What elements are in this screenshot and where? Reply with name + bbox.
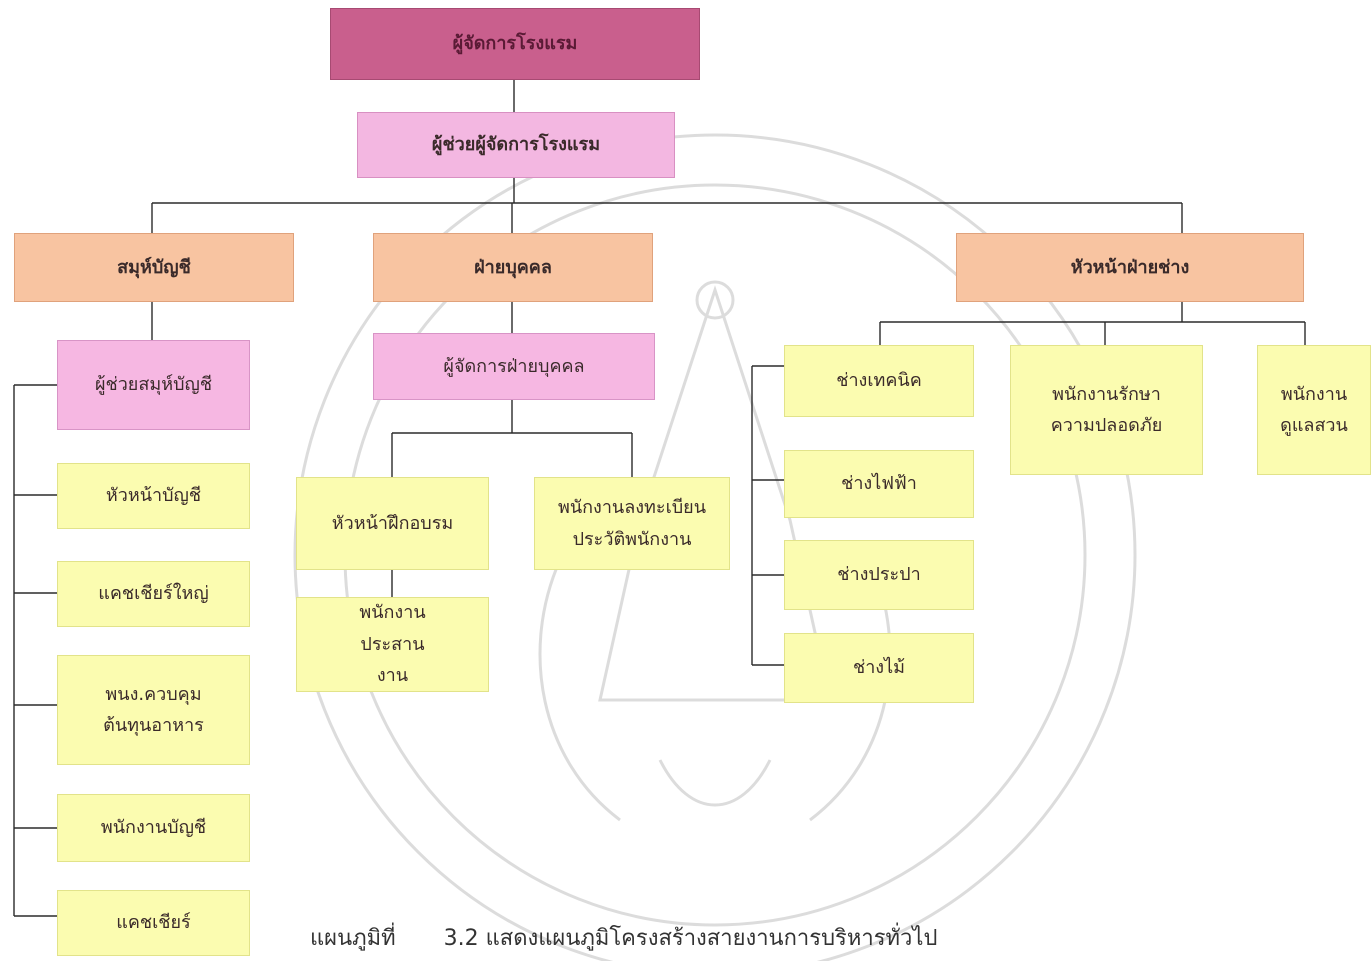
engineering-head-label: หัวหน้าฝ่ายช่าง	[1070, 256, 1190, 278]
hotel-manager-box: ผู้จัดการโรงแรม	[330, 8, 700, 80]
training-head-label: หัวหน้าฝึกอบรม	[331, 512, 454, 534]
caption-text: 3.2 แสดงแผนภูมิโครงสร้างสายงานการบริหารท…	[443, 925, 938, 951]
coordinator-label: พนักงาน ประสานงาน	[359, 602, 426, 687]
security-label: พนักงานรักษา ความปลอดภัย	[1050, 383, 1163, 437]
accounting-head-label: สมุห์บัญชี	[117, 256, 191, 278]
hotel-manager-label: ผู้จัดการโรงแรม	[452, 33, 578, 55]
caption-label: แผนภูมิที่	[310, 925, 396, 951]
technician-label: ช่างไม้	[852, 657, 906, 679]
accounting-assistant-box: ผู้ช่วยสมุห์บัญชี	[57, 340, 250, 430]
technician-box-4: ช่างไม้	[784, 633, 974, 703]
accounting-staff-label: แคชเชียร์	[116, 912, 191, 934]
technician-label: ช่างไฟฟ้า	[841, 473, 917, 495]
garden-label: พนักงาน ดูแลสวน	[1280, 383, 1348, 437]
figure-caption: แผนภูมิที่ 3.2 แสดงแผนภูมิโครงสร้างสายงา…	[310, 918, 1070, 956]
technician-box-3: ช่างประปา	[784, 540, 974, 610]
accounting-staff-label: พนักงานบัญชี	[100, 817, 207, 839]
personnel-manager-label: ผู้จัดการฝ่ายบุคคล	[443, 355, 585, 377]
assistant-manager-box: ผู้ช่วยผู้จัดการโรงแรม	[357, 112, 675, 178]
accounting-staff-label: พนง.ควบคุม ต้นทุนอาหาร	[103, 683, 204, 737]
technician-box-2: ช่างไฟฟ้า	[784, 450, 974, 518]
accounting-staff-label: หัวหน้าบัญชี	[105, 485, 202, 507]
accounting-assistant-label: ผู้ช่วยสมุห์บัญชี	[94, 374, 213, 396]
accounting-staff-4: พนักงานบัญชี	[57, 794, 250, 862]
accounting-staff-1: หัวหน้าบัญชี	[57, 463, 250, 529]
accounting-staff-3: พนง.ควบคุม ต้นทุนอาหาร	[57, 655, 250, 765]
registrar-box: พนักงานลงทะเบียน ประวัติพนักงาน	[534, 477, 730, 570]
accounting-head-box: สมุห์บัญชี	[14, 233, 294, 302]
engineering-head-box: หัวหน้าฝ่ายช่าง	[956, 233, 1304, 302]
accounting-staff-2: แคชเชียร์ใหญ่	[57, 561, 250, 627]
coordinator-box: พนักงาน ประสานงาน	[296, 597, 489, 692]
garden-box: พนักงาน ดูแลสวน	[1257, 345, 1371, 475]
personnel-manager-box: ผู้จัดการฝ่ายบุคคล	[373, 333, 655, 400]
training-head-box: หัวหน้าฝึกอบรม	[296, 477, 489, 570]
personnel-dept-box: ฝ่ายบุคคล	[373, 233, 653, 302]
personnel-dept-label: ฝ่ายบุคคล	[474, 256, 552, 278]
technician-label: ช่างเทคนิค	[836, 370, 922, 392]
assistant-manager-label: ผู้ช่วยผู้จัดการโรงแรม	[431, 134, 601, 156]
technician-box-1: ช่างเทคนิค	[784, 345, 974, 417]
registrar-label: พนักงานลงทะเบียน ประวัติพนักงาน	[557, 497, 707, 550]
accounting-staff-5: แคชเชียร์	[57, 890, 250, 956]
accounting-staff-label: แคชเชียร์ใหญ่	[98, 583, 209, 605]
technician-label: ช่างประปา	[837, 564, 921, 586]
security-box: พนักงานรักษา ความปลอดภัย	[1010, 345, 1203, 475]
